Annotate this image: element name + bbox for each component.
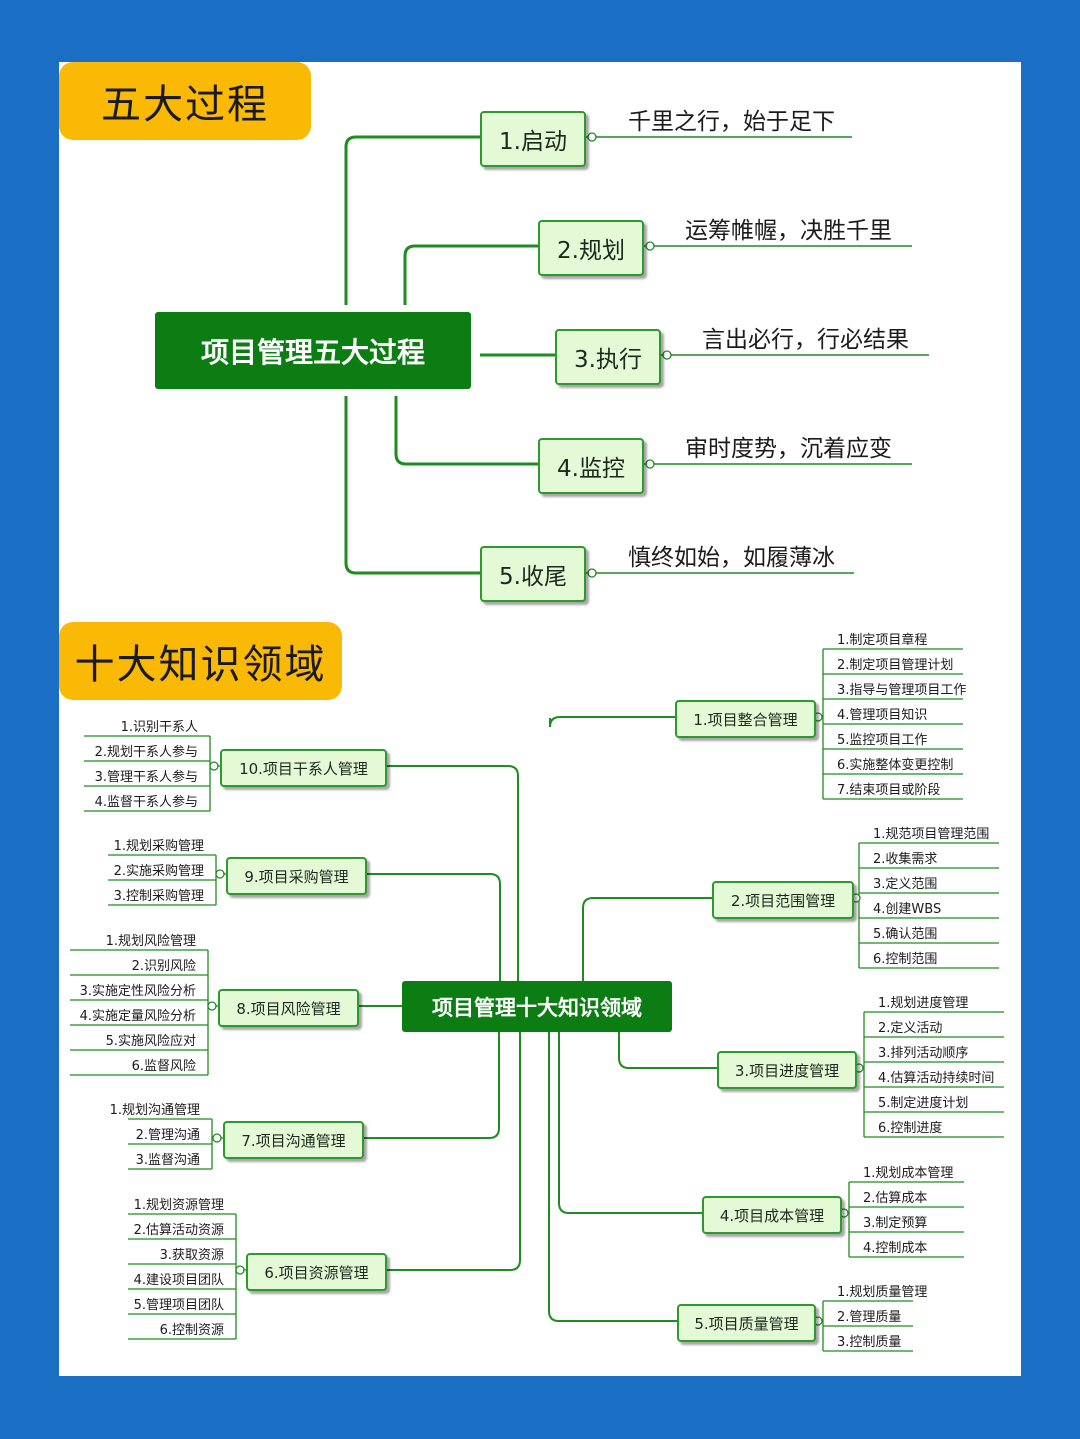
collapse-dot: [587, 132, 597, 142]
knowledge-area-node: 8.项目风险管理: [218, 989, 359, 1027]
connector-line: [394, 396, 538, 466]
connector-line: [548, 1032, 677, 1322]
knowledge-area-item: 1.规划沟通管理: [109, 1103, 200, 1118]
knowledge-area-item: 2.规划干系人参与: [94, 745, 198, 760]
knowledge-area-item: 3.指导与管理项目工作: [837, 683, 967, 698]
knowledge-area-node: 3.项目进度管理: [717, 1051, 857, 1089]
connector-line: [383, 1032, 521, 1271]
collapse-dot: [645, 459, 655, 469]
knowledge-area-item: 1.规划风险管理: [105, 934, 196, 949]
knowledge-area-item: 6.控制范围: [873, 952, 938, 967]
knowledge-area-item: 5.制定进度计划: [878, 1096, 969, 1111]
knowledge-area-item: 1.识别干系人: [120, 720, 198, 735]
knowledge-area-item: 1.规划采购管理: [113, 839, 204, 854]
knowledge-area-node: 4.项目成本管理: [702, 1196, 842, 1234]
knowledge-area-item: 3.实施定性风险分析: [79, 984, 196, 999]
knowledge-area-item: 3.获取资源: [159, 1248, 224, 1263]
connector-line: [618, 1032, 717, 1069]
knowledge-area-item: 4.管理项目知识: [837, 708, 928, 723]
knowledge-area-item: 2.估算成本: [863, 1191, 928, 1206]
connector-line: [582, 897, 712, 1000]
connector-line: [344, 396, 480, 575]
knowledge-area-node: 10.项目干系人管理: [220, 749, 387, 787]
stage-initiate-motto: 千里之行，始于足下: [628, 109, 835, 135]
knowledge-area-item: 6.监督风险: [131, 1059, 196, 1074]
knowledge-area-item: 1.规划成本管理: [863, 1166, 954, 1181]
knowledge-area-item: 4.创建WBS: [873, 902, 942, 917]
collapse-dot: [207, 1001, 217, 1011]
knowledge-area-item: 3.监督沟通: [135, 1153, 200, 1168]
collapse-dot: [209, 761, 219, 771]
knowledge-area-item: 1.规划质量管理: [837, 1285, 928, 1300]
stage-plan-motto: 运筹帷幄，决胜千里: [685, 218, 892, 244]
knowledge-area-item: 4.估算活动持续时间: [878, 1071, 995, 1086]
knowledge-area-item: 1.规划进度管理: [878, 996, 969, 1011]
stage-execute-node: 3.执行: [555, 329, 661, 385]
collapse-dot: [215, 869, 225, 879]
connector-line: [344, 135, 480, 305]
knowledge-area-node: 2.项目范围管理: [712, 881, 854, 919]
stage-monitor-node: 4.监控: [538, 438, 644, 494]
connector-line: [558, 1032, 702, 1214]
connector-line: [363, 873, 501, 1006]
knowledge-area-node: 6.项目资源管理: [246, 1253, 387, 1291]
knowledge-area-node: 1.项目整合管理: [675, 700, 816, 738]
knowledge-area-item: 3.定义范围: [873, 877, 938, 892]
knowledge-area-item: 3.制定预算: [863, 1216, 928, 1231]
knowledge-area-item: 2.收集需求: [873, 852, 938, 867]
knowledge-area-item: 2.估算活动资源: [133, 1223, 224, 1238]
knowledge-area-item: 4.监督干系人参与: [94, 795, 198, 810]
stage-plan-node: 2.规划: [538, 220, 644, 276]
stage-execute-motto: 言出必行，行必结果: [702, 327, 909, 353]
five-processes-tag: 五大过程: [59, 62, 311, 140]
knowledge-area-item: 4.建设项目团队: [133, 1273, 224, 1288]
knowledge-area-item: 3.管理干系人参与: [94, 770, 198, 785]
knowledge-area-item: 4.控制成本: [863, 1241, 928, 1256]
knowledge-area-item: 4.实施定量风险分析: [79, 1009, 196, 1024]
knowledge-area-item: 2.实施采购管理: [113, 864, 204, 879]
connector-line: [360, 1032, 500, 1139]
knowledge-area-item: 6.控制进度: [878, 1121, 943, 1136]
knowledge-area-item: 5.管理项目团队: [133, 1298, 224, 1313]
knowledge-area-item: 2.识别风险: [131, 959, 196, 974]
knowledge-area-item: 7.结束项目或阶段: [837, 783, 941, 798]
knowledge-area-item: 3.控制采购管理: [113, 889, 204, 904]
knowledge-area-item: 5.实施风险应对: [105, 1034, 196, 1049]
knowledge-area-node: 7.项目沟通管理: [223, 1121, 364, 1159]
knowledge-area-item: 5.监控项目工作: [837, 733, 928, 748]
knowledge-area-item: 2.制定项目管理计划: [837, 658, 954, 673]
connector-line: [549, 716, 675, 728]
stage-close-node: 5.收尾: [480, 546, 586, 602]
connector-line: [383, 765, 519, 1006]
stage-close-motto: 慎终如始，如履薄冰: [628, 545, 835, 571]
five-processes-root: 项目管理五大过程: [155, 312, 471, 389]
knowledge-area-node: 5.项目质量管理: [677, 1304, 816, 1342]
connector-line: [403, 244, 538, 305]
knowledge-area-item: 2.管理沟通: [135, 1128, 200, 1143]
ten-areas-root: 项目管理十大知识领域: [402, 981, 672, 1032]
collapse-dot: [662, 350, 672, 360]
mindmap-panel: [59, 62, 1021, 1376]
knowledge-area-item: 1.规划资源管理: [133, 1198, 224, 1213]
knowledge-area-item: 3.排列活动顺序: [878, 1046, 969, 1061]
knowledge-area-item: 2.管理质量: [837, 1310, 902, 1325]
collapse-dot: [235, 1265, 245, 1275]
knowledge-area-item: 1.制定项目章程: [837, 633, 928, 648]
knowledge-area-item: 3.控制质量: [837, 1335, 902, 1350]
collapse-dot: [212, 1133, 222, 1143]
stage-initiate-node: 1.启动: [480, 111, 586, 167]
knowledge-area-item: 2.定义活动: [878, 1021, 943, 1036]
knowledge-area-item: 6.控制资源: [159, 1323, 224, 1338]
knowledge-area-item: 5.确认范围: [873, 927, 938, 942]
knowledge-area-node: 9.项目采购管理: [226, 857, 367, 895]
stage-monitor-motto: 审时度势，沉着应变: [685, 436, 892, 462]
knowledge-area-item: 1.规范项目管理范围: [873, 827, 990, 842]
collapse-dot: [587, 568, 597, 578]
collapse-dot: [645, 241, 655, 251]
ten-areas-tag: 十大知识领域: [59, 622, 342, 700]
knowledge-area-item: 6.实施整体变更控制: [837, 758, 954, 773]
